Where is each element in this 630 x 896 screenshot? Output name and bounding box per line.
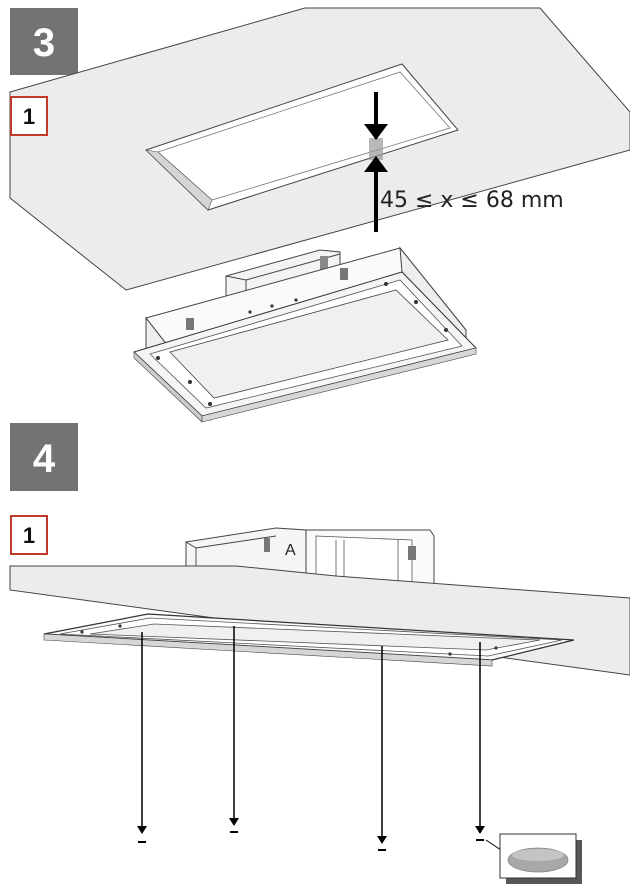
step-3-badge: 3	[10, 8, 78, 75]
part-label-a: A	[285, 542, 296, 559]
step-4-substep-badge: 1	[10, 515, 48, 555]
screw-cap-detail	[499, 833, 582, 884]
arrow-down-icon	[137, 826, 147, 834]
arrow-up-icon	[364, 156, 388, 172]
step-3-number: 3	[33, 21, 55, 65]
arrow-down-icon	[229, 818, 239, 826]
step-4-badge: 4	[10, 423, 78, 491]
step-3: 3 1 45 ≤ x ≤ 68 mm	[9, 7, 630, 423]
thickness-dimension: 45 ≤ x ≤ 68 mm	[364, 92, 564, 232]
thickness-range-label: 45 ≤ x ≤ 68 mm	[380, 188, 564, 213]
step-4-number: 4	[33, 437, 56, 481]
step-4: 4 1 A	[9, 423, 630, 884]
screw-drop-arrows	[137, 626, 485, 851]
hood-unit-step-3	[133, 246, 477, 423]
hood-flange-step-4	[43, 613, 575, 667]
step-3-substep-number: 1	[23, 104, 35, 129]
arrow-down-icon	[475, 826, 485, 834]
step-4-substep-number: 1	[23, 523, 35, 548]
step-3-substep-badge: 1	[10, 96, 48, 136]
arrow-down-icon	[377, 836, 387, 844]
arrow-down-icon	[364, 124, 388, 140]
ceiling-panel-step-4	[9, 565, 630, 676]
